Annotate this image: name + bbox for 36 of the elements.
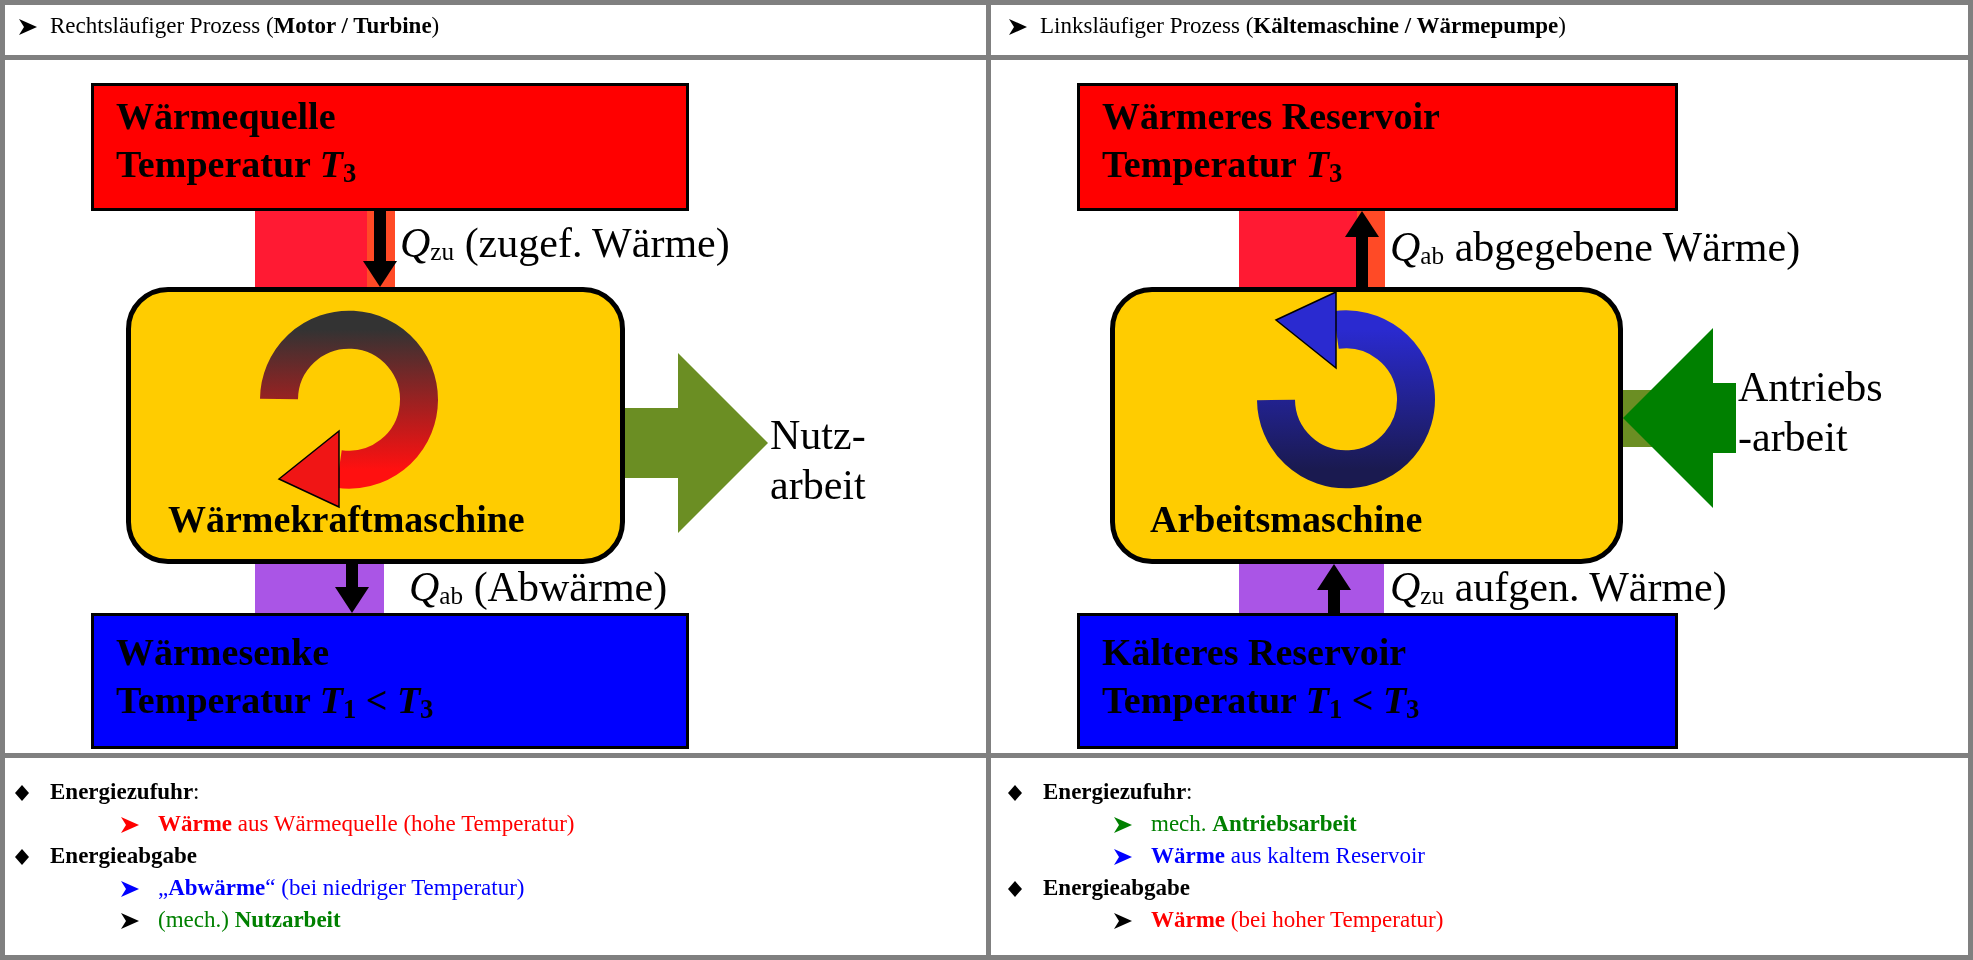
list-item: Wärme (bei hoher Temperatur)	[1151, 906, 1444, 934]
reservoir-box	[1077, 83, 1678, 211]
reservoir-box	[1077, 613, 1678, 749]
list-item: Wärme aus kaltem Reservoir	[1151, 842, 1425, 870]
heat-sink-box	[91, 613, 689, 749]
temperature-label: Temperatur T$_{3}$	[116, 142, 357, 191]
list-item: Energiezufuhr:	[1043, 778, 1193, 806]
machine-label: Wärmekraftmaschine	[168, 497, 525, 542]
arrow	[363, 211, 397, 287]
heat-source-box	[91, 83, 689, 211]
list-item: Energieabgabe	[50, 842, 197, 870]
list-item: (mech.) Nutzarbeit	[158, 906, 341, 934]
list-item: Energiezufuhr:	[50, 778, 200, 806]
box-title: Kälteres Reservoir	[1102, 630, 1407, 675]
list-item: mech. Antriebsarbeit	[1151, 810, 1357, 838]
arrow	[335, 564, 369, 613]
machine-box	[1110, 287, 1623, 564]
box-title: Wärmeres Reservoir	[1102, 94, 1440, 139]
temperature-label: Temperatur T$_{1}$ < T$_{3}$	[116, 678, 434, 727]
machine-label: Arbeitsmaschine	[1150, 497, 1423, 542]
block-arrow	[1623, 328, 1736, 508]
work-label: Antriebs -arbeit	[1738, 362, 1888, 463]
block-arrow	[625, 353, 768, 533]
work-label: Nutz- arbeit	[770, 410, 920, 511]
arrow	[1345, 211, 1379, 287]
arrow	[1317, 564, 1351, 613]
column-heading: Rechtsläufiger Prozess (Motor / Turbine)	[50, 12, 440, 40]
box-title: Wärmequelle	[116, 94, 336, 139]
list-item: „Abwärme“ (bei niedriger Temperatur)	[158, 874, 525, 902]
temperature-label: Temperatur T$_{3}$	[1102, 142, 1343, 191]
list-item: Energieabgabe	[1043, 874, 1190, 902]
list-item: Wärme aus Wärmequelle (hohe Temperatur)	[158, 810, 575, 838]
box-title: Wärmesenke	[116, 630, 330, 675]
machine-box	[126, 287, 625, 564]
temperature-label: Temperatur T$_{1}$ < T$_{3}$	[1102, 678, 1420, 727]
column-heading: Linksläufiger Prozess (Kältemaschine / Wärmepumpe)	[1040, 12, 1566, 40]
